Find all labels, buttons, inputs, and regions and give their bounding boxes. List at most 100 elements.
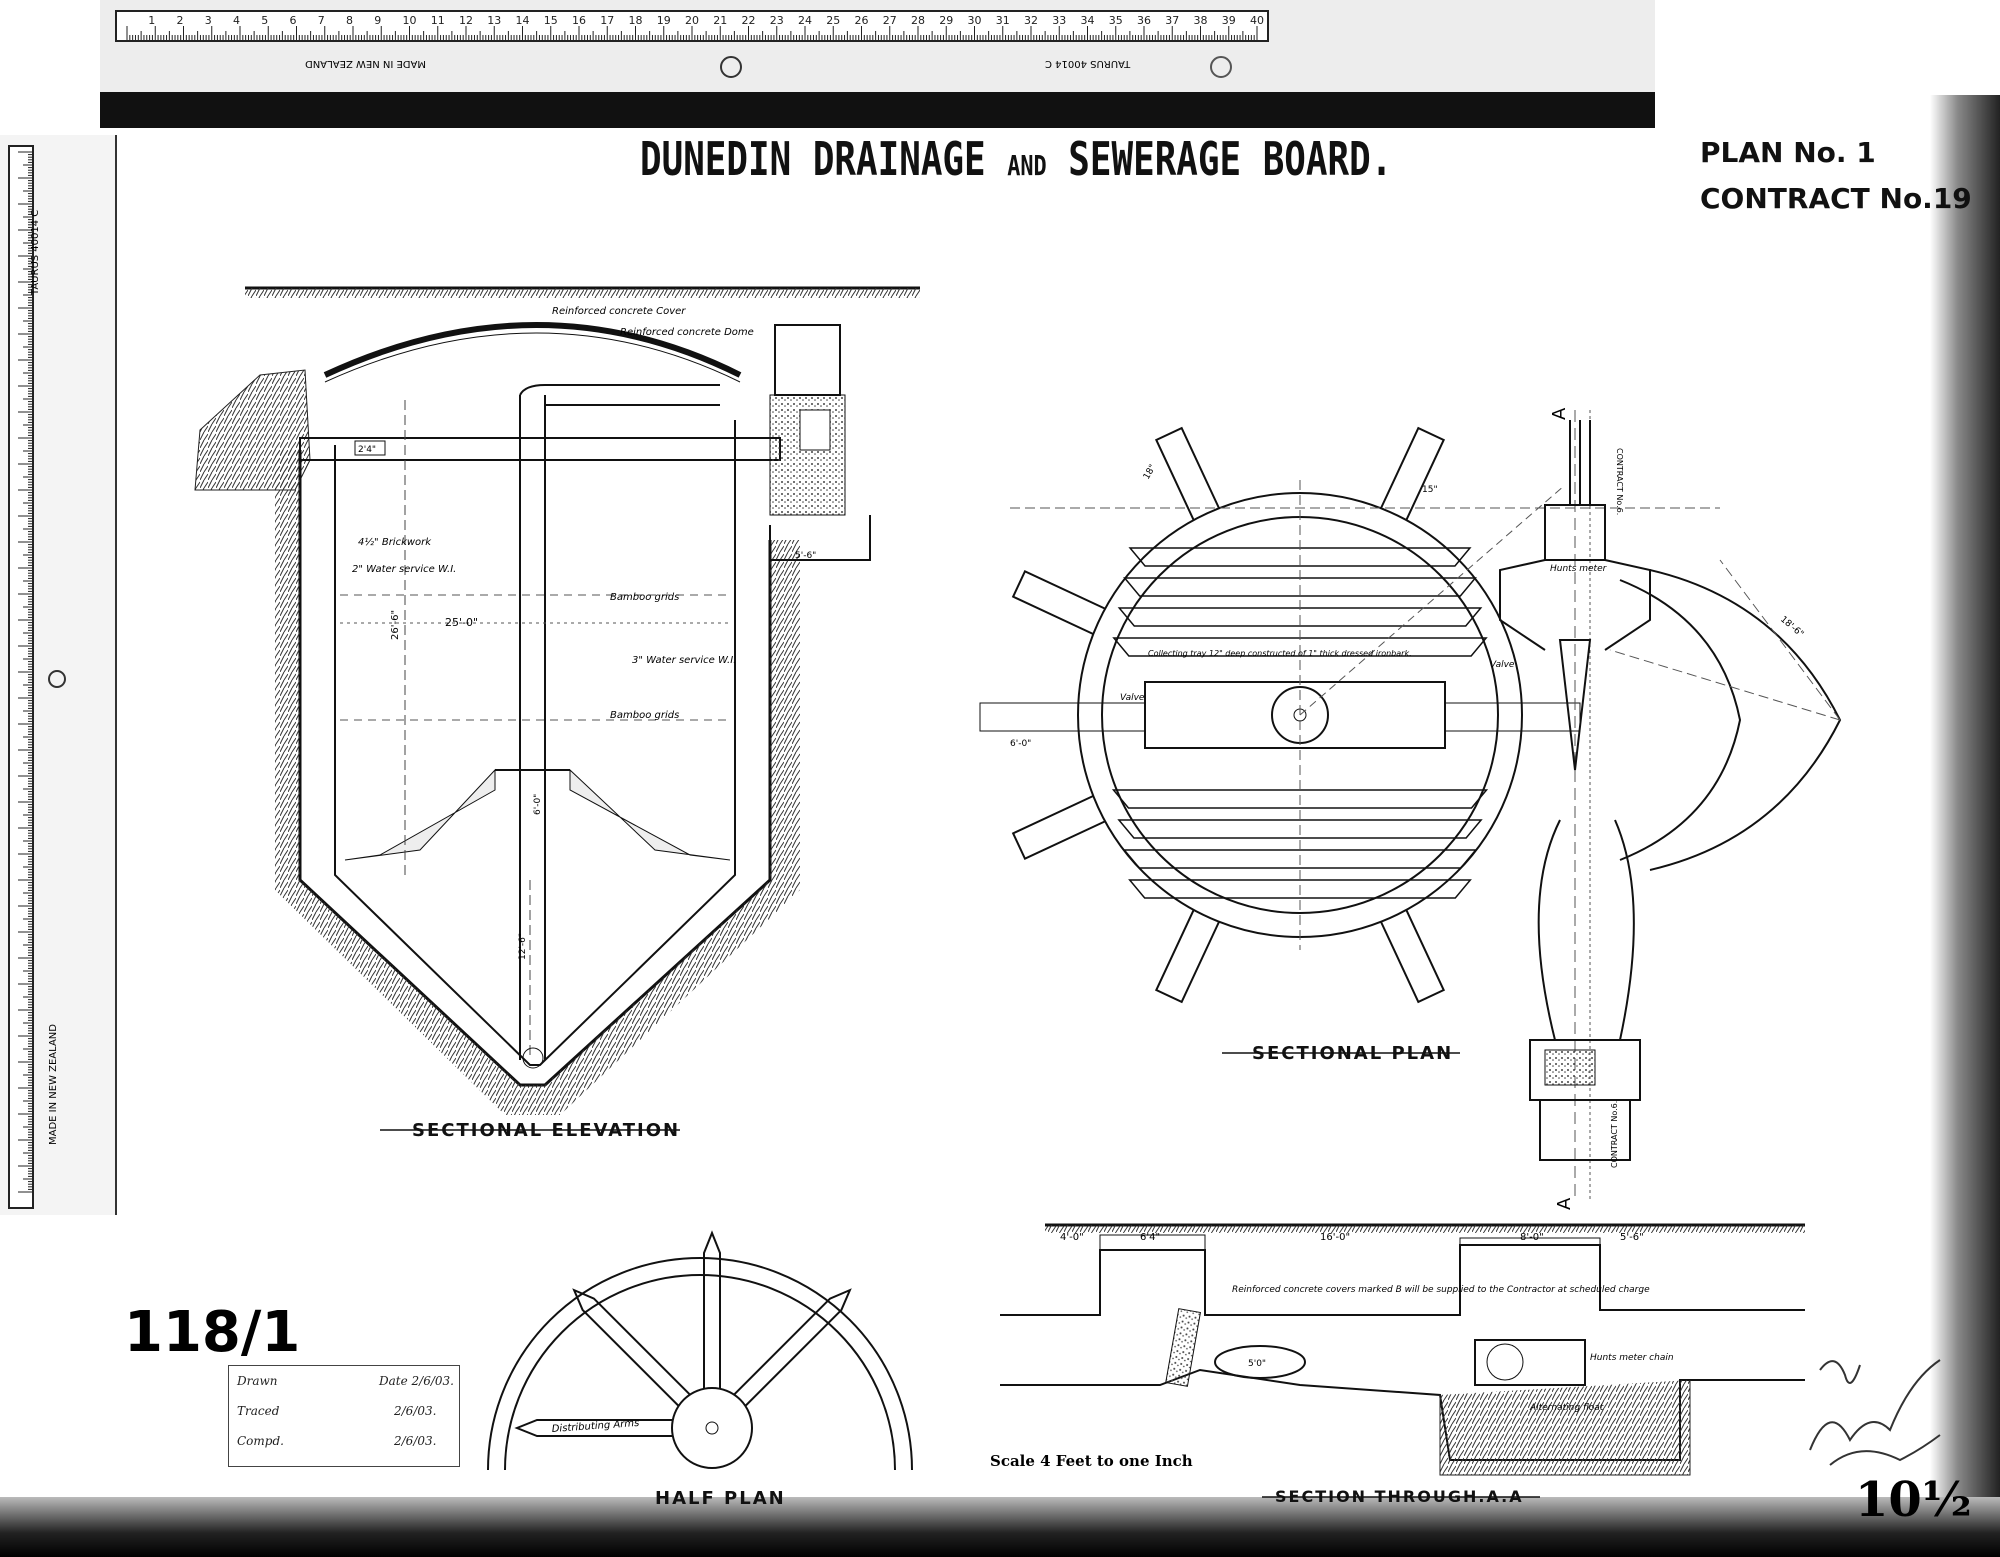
drawn-label: Drawn <box>237 1374 278 1388</box>
top-ruler-number: 37 <box>1165 14 1180 27</box>
top-ruler-number: 20 <box>685 14 699 27</box>
drawn-date: Date 2/6/03. <box>379 1374 454 1388</box>
collecting-tray <box>1111 789 1489 809</box>
dim-arm: 18'-6" <box>1778 615 1805 640</box>
top-ruler-number: 24 <box>798 14 812 27</box>
note-valve-2: Valve <box>1490 660 1515 670</box>
collecting-tray <box>1117 819 1483 839</box>
ruler-hole-icon <box>720 56 742 78</box>
note-water-service-2: 3" Water service W.I. <box>632 655 736 666</box>
distributing-arms <box>514 1230 852 1437</box>
top-ruler-number: 38 <box>1193 14 1208 27</box>
radial-arm <box>1154 426 1220 521</box>
dim-pipe: 2'4" <box>358 445 376 455</box>
dim-depth: 12'-6" <box>518 933 528 960</box>
traced-label: Traced <box>237 1404 280 1418</box>
dim-left: 6'-0" <box>1010 739 1031 749</box>
note-bamboo-grids-2: Bamboo grids <box>610 710 679 721</box>
label-sectional-elevation: SECTIONAL ELEVATION <box>412 1120 681 1141</box>
top-ruler-number: 32 <box>1024 14 1038 27</box>
distributing-arm <box>572 1288 691 1407</box>
dim-pipe-section: 5'0" <box>1248 1359 1266 1369</box>
top-ruler-number: 9 <box>374 14 382 27</box>
radial-arm <box>1380 426 1446 521</box>
dim-5-6: 5'-6" <box>1620 1232 1644 1243</box>
sheet-edge-bottom <box>0 1497 2000 1557</box>
sheet-edge-right <box>1930 95 2000 1557</box>
dim-6-4: 6'4" <box>1140 1232 1160 1243</box>
top-ruler-number: 3 <box>204 14 212 27</box>
top-ruler-number: 17 <box>600 14 615 27</box>
ruler-hole-icon <box>1210 56 1232 78</box>
distributing-arm <box>514 1419 672 1437</box>
top-ruler-number: 15 <box>543 14 558 27</box>
plan-number: PLAN No. 1 <box>1700 136 1876 169</box>
ruler-hole-icon <box>48 670 66 688</box>
top-ruler-shadow <box>100 92 1655 128</box>
top-ruler-number: 16 <box>572 14 586 27</box>
note-concrete-dome: Reinforced concrete Dome <box>620 327 754 338</box>
dim-top: 5'-6" <box>795 551 816 561</box>
dim-18: 18" <box>1142 463 1158 482</box>
left-ruler: TAURUS 40014 C MADE IN NEW ZEALAND <box>0 135 117 1215</box>
collecting-tray <box>1117 607 1483 627</box>
top-ruler-number: 30 <box>967 14 982 27</box>
dim-15: 15" <box>1422 485 1438 495</box>
radial-arm <box>1154 909 1220 1004</box>
note-alternating-float: Alternating float <box>1529 1403 1604 1413</box>
top-ruler-number: 13 <box>487 14 502 27</box>
note-water-service-1: 2" Water service W.I. <box>352 564 456 575</box>
top-ruler-ticks <box>126 26 1258 40</box>
distribution-channel <box>1144 681 1446 749</box>
top-ruler-number: 1 <box>148 14 156 27</box>
title-part1: DUNEDIN DRAINAGE <box>640 132 986 186</box>
top-ruler-number: 39 <box>1221 14 1236 27</box>
top-ruler-number: 33 <box>1052 14 1067 27</box>
traced-date: 2/6/03. <box>394 1404 437 1418</box>
collecting-trays <box>1111 547 1489 899</box>
radial-arm <box>1011 795 1106 861</box>
collecting-tray <box>1128 547 1472 567</box>
dim-width: 25'-0" <box>445 616 478 629</box>
sheet-title: DUNEDIN DRAINAGE AND SEWERAGE BOARD. <box>640 132 1392 186</box>
top-ruler-number: 26 <box>854 14 869 27</box>
collecting-tray <box>1122 849 1478 869</box>
top-ruler-number: 36 <box>1137 14 1151 27</box>
contract-number: CONTRACT No.19 <box>1700 182 1972 215</box>
top-ruler-number: 19 <box>656 14 671 27</box>
label-half-plan: HALF PLAN <box>655 1488 786 1509</box>
top-ruler-number: 25 <box>826 14 841 27</box>
top-ruler-number: 6 <box>289 14 297 27</box>
title-part2: SEWERAGE BOARD. <box>1068 132 1393 186</box>
scale-note: Scale 4 Feet to one Inch <box>990 1452 1193 1470</box>
top-ruler-number: 18 <box>628 14 643 27</box>
top-ruler-number: 27 <box>882 14 897 27</box>
concrete-dome <box>323 322 742 378</box>
compd-date: 2/6/03. <box>394 1434 437 1448</box>
title-block: Drawn Date 2/6/03. Traced 2/6/03. Compd.… <box>228 1365 460 1467</box>
sheet-corner-number: 10½ <box>1855 1472 1972 1528</box>
top-ruler-scale <box>115 10 1269 42</box>
dim-16: 16'-0" <box>1320 1232 1350 1243</box>
dim-8: 8'-0" <box>1520 1232 1544 1243</box>
top-ruler-number: 8 <box>346 14 353 27</box>
collecting-tray <box>1128 879 1472 899</box>
sheet-reference: 118/1 <box>124 1300 301 1365</box>
title-and: AND <box>1007 149 1047 182</box>
dim-lower: 6'-0" <box>533 794 543 815</box>
dim-4: 4'-0" <box>1060 1232 1084 1243</box>
section-mark-bottom: A <box>1554 1197 1575 1210</box>
top-ruler-number: 29 <box>939 14 954 27</box>
section-through-view <box>1000 1223 1805 1476</box>
label-section-through: SECTION THROUGH.A.A <box>1275 1487 1524 1506</box>
note-contract-top: CONTRACT No.6. <box>1615 448 1624 515</box>
alternating-float <box>1474 1339 1586 1386</box>
top-ruler-number: 7 <box>317 14 325 27</box>
sectional-plan-view <box>979 410 1842 1200</box>
collecting-tray <box>1112 637 1488 657</box>
top-ruler-number: 10 <box>402 14 417 27</box>
dim-height: 26'-6" <box>390 610 401 640</box>
